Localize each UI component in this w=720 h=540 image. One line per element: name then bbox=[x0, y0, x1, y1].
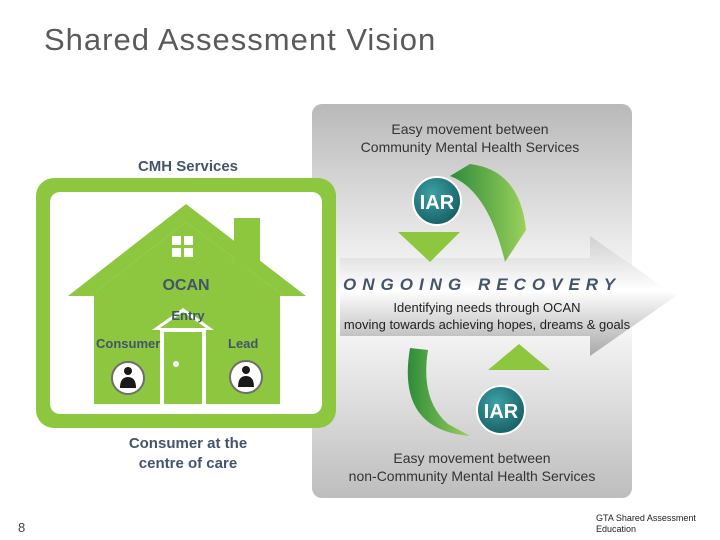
lead-label: Lead bbox=[228, 336, 258, 351]
bottom-movement-line1: Easy movement between bbox=[393, 450, 550, 466]
centre-of-care-line2: centre of care bbox=[139, 455, 237, 472]
needs-line: Identifying needs through OCAN bbox=[393, 300, 580, 315]
slide-title: Shared Assessment Vision bbox=[44, 22, 437, 57]
slide-number: 8 bbox=[18, 520, 26, 535]
iar-badge-bottom: IAR bbox=[476, 385, 526, 435]
iar-top-label: IAR bbox=[420, 192, 455, 214]
bottom-cycle-arrow bbox=[407, 344, 550, 436]
consumer-person-icon bbox=[111, 361, 145, 395]
cmh-services-label: CMH Services bbox=[138, 158, 238, 175]
iar-badge-top: IAR bbox=[412, 176, 462, 226]
top-movement-line1: Easy movement between bbox=[391, 121, 548, 137]
top-cycle-arrow bbox=[398, 164, 526, 262]
entry-label: Entry bbox=[171, 308, 205, 323]
ongoing-recovery-arrow bbox=[340, 236, 676, 356]
goals-line: moving towards achieving hopes, dreams &… bbox=[344, 317, 631, 332]
ocan-label: OCAN bbox=[162, 277, 209, 294]
centre-of-care-line1: Consumer at the bbox=[129, 435, 247, 452]
top-movement-line2: Community Mental Health Services bbox=[361, 139, 580, 155]
house-icon bbox=[68, 204, 306, 404]
bottom-movement-line2: non-Community Mental Health Services bbox=[349, 468, 596, 484]
attic-window-icon bbox=[172, 236, 193, 257]
footer-note: GTA Shared Assessment Education bbox=[596, 513, 696, 534]
lead-person-icon bbox=[229, 360, 263, 394]
consumer-label: Consumer bbox=[96, 336, 160, 351]
ongoing-label: ONGOING bbox=[343, 275, 467, 294]
recovery-label: RECOVERY bbox=[478, 275, 621, 294]
iar-bottom-label: IAR bbox=[484, 401, 519, 423]
